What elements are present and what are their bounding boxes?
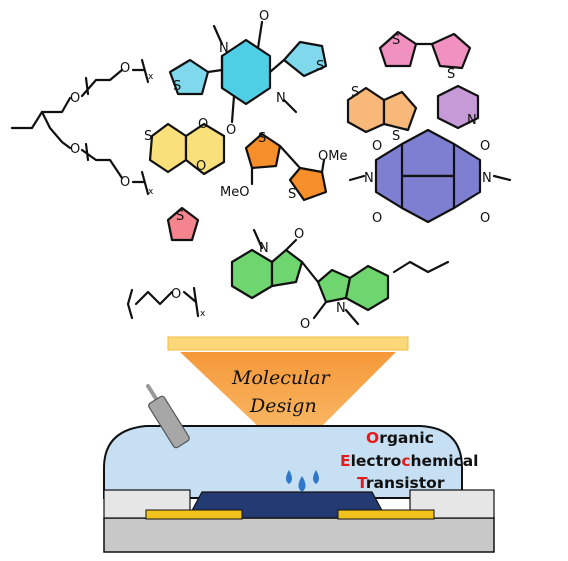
atom-label-o: O — [226, 123, 236, 138]
funnel-title-line1: Molecular — [231, 367, 331, 389]
ndi-molecule: N N O O O O — [348, 128, 512, 226]
oect-device: Organic Electrochemical Transistor — [103, 384, 495, 553]
atom-label-n: N — [259, 241, 269, 256]
atom-label-o: O — [171, 287, 181, 302]
atom-label-o: O — [70, 91, 80, 106]
drain-electrode — [337, 509, 435, 520]
methoxy-label-right: OMe — [318, 149, 347, 164]
atom-label-o: O — [300, 317, 310, 332]
atom-label-s: S — [447, 67, 455, 82]
edot-molecule: S O O — [144, 117, 226, 176]
atom-label-s: S — [351, 85, 359, 100]
atom-label-s: S — [258, 131, 266, 146]
methoxy-bithiophene-molecule: S S OMe MeO — [220, 131, 347, 202]
atom-label-o: O — [294, 227, 304, 242]
substrate — [103, 517, 495, 553]
atom-label-n: N — [276, 91, 286, 106]
label-transistor: Transistor — [357, 474, 445, 492]
methoxy-label-left: MeO — [220, 185, 249, 200]
pyridine-molecule: N — [436, 84, 480, 130]
subscript-x: x — [148, 187, 154, 197]
atom-label-o: O — [259, 9, 269, 24]
atom-label-o: O — [120, 175, 130, 190]
atom-label-o: O — [480, 211, 490, 226]
source-electrode — [145, 509, 243, 520]
atom-label-n: N — [336, 301, 346, 316]
dpp-molecule: N N O O S S — [168, 9, 328, 138]
atom-label-o: O — [372, 139, 382, 154]
atom-label-o: O — [480, 139, 490, 154]
label-organic: Organic — [366, 429, 434, 447]
electrolyte-dome — [103, 425, 463, 499]
atom-label-o: O — [196, 159, 206, 174]
droplet-icon — [286, 470, 319, 492]
atom-label-o: O — [198, 117, 208, 132]
thienothiophene-molecule: S S — [346, 85, 418, 144]
pipette-icon — [146, 384, 190, 449]
atom-label-o: O — [372, 211, 382, 226]
atom-label-s: S — [392, 129, 400, 144]
subscript-x: x — [200, 309, 206, 319]
glycol-side-chain: O O x O O x — [10, 58, 154, 197]
isoindigo-molecule: N O N O — [230, 227, 390, 332]
atom-label-n: N — [219, 41, 229, 56]
atom-label-n: N — [364, 171, 374, 186]
funnel-top-bar — [167, 336, 409, 351]
atom-label-o: O — [70, 142, 80, 157]
alkyl-chain — [392, 260, 450, 274]
atom-label-n: N — [482, 171, 492, 186]
funnel-title-line2: Design — [249, 395, 317, 417]
atom-label-s: S — [144, 129, 152, 144]
peg-repeat-unit: O x — [126, 286, 206, 320]
funnel-cone — [180, 352, 396, 432]
thiophene-molecule: S — [166, 206, 200, 242]
atom-label-s: S — [173, 79, 181, 94]
atom-label-s: S — [392, 33, 400, 48]
label-electrochemical: Electrochemical — [340, 452, 479, 470]
bithiophene-molecule: S S — [378, 30, 472, 82]
atom-label-s: S — [288, 187, 296, 202]
atom-label-o: O — [120, 61, 130, 76]
atom-label-s: S — [176, 209, 184, 224]
atom-label-s: S — [316, 59, 324, 74]
atom-label-n: N — [467, 113, 477, 128]
subscript-x: x — [148, 72, 154, 82]
